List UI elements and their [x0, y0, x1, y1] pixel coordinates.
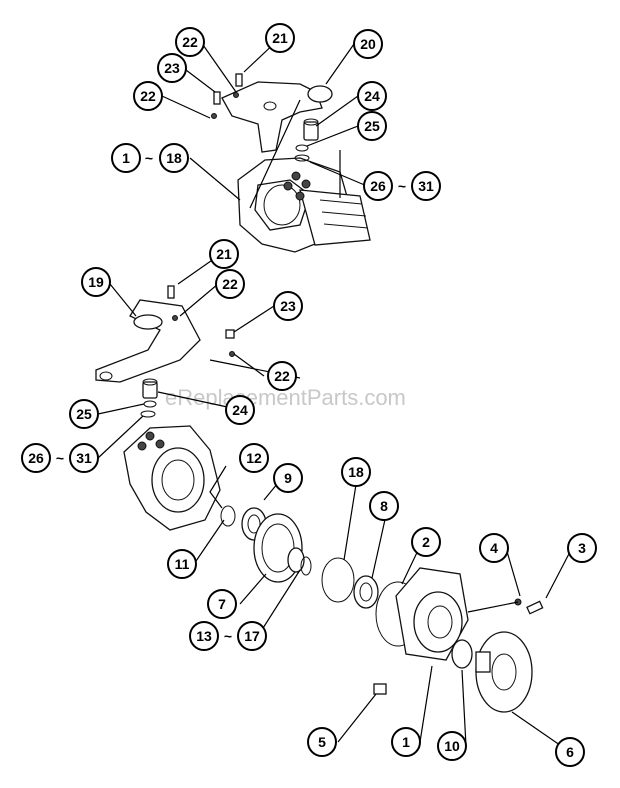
- callout-6: 6: [555, 737, 585, 767]
- upper-bushing: [303, 118, 319, 141]
- svg-text:21: 21: [216, 246, 232, 262]
- lower-orings: [140, 400, 157, 418]
- svg-text:2: 2: [422, 534, 430, 550]
- svg-text:1: 1: [122, 150, 130, 166]
- callout-22-top: 22: [175, 27, 205, 57]
- svg-text:18: 18: [348, 464, 364, 480]
- svg-text:9: 9: [284, 470, 292, 486]
- callout-8: 8: [369, 491, 399, 521]
- leader-lines: [97, 37, 573, 753]
- callout-10: 10: [437, 731, 467, 761]
- svg-text:23: 23: [164, 60, 180, 76]
- svg-text:1: 1: [402, 734, 410, 750]
- snap-ring: [321, 557, 355, 603]
- svg-text:31: 31: [76, 450, 92, 466]
- lower-bushing: [142, 378, 158, 399]
- callout-18-lower: 18: [341, 457, 371, 487]
- svg-text:17: 17: [244, 628, 260, 644]
- callout-17-range-end: 17: [237, 621, 267, 651]
- callout-12: 12: [239, 443, 269, 473]
- svg-text:22: 22: [222, 276, 238, 292]
- callout-2: 2: [411, 527, 441, 557]
- callout-22-middle-upper: 22: [215, 269, 245, 299]
- svg-text:22: 22: [274, 368, 290, 384]
- svg-text:8: 8: [380, 498, 388, 514]
- svg-text:25: 25: [76, 406, 92, 422]
- svg-text:5: 5: [318, 734, 326, 750]
- callout-22-upper-left: 22: [133, 81, 163, 111]
- callout-5: 5: [307, 727, 337, 757]
- svg-text:10: 10: [444, 738, 460, 754]
- callout-22-middle-lower: 22: [267, 361, 297, 391]
- callout-31-range-middle-end: 31: [69, 443, 99, 473]
- svg-text:4: 4: [490, 540, 498, 556]
- svg-text:3: 3: [578, 540, 586, 556]
- spacer-shims: [300, 556, 312, 576]
- svg-text:21: 21: [272, 30, 288, 46]
- svg-text:22: 22: [182, 34, 198, 50]
- upper-steering-arm: [221, 81, 333, 153]
- upper-bolts: [211, 73, 243, 119]
- callout-21-top: 21: [265, 23, 295, 53]
- svg-text:26: 26: [370, 178, 386, 194]
- svg-text:11: 11: [175, 556, 190, 572]
- svg-text:31: 31: [418, 178, 434, 194]
- callout-23-top: 23: [157, 53, 187, 83]
- callout-11: 11: [167, 549, 197, 579]
- svg-text:19: 19: [88, 274, 104, 290]
- range-separator-26-31-middle: ~: [56, 450, 64, 466]
- callout-3: 3: [567, 533, 597, 563]
- svg-text:6: 6: [566, 744, 574, 760]
- callout-20: 20: [353, 29, 383, 59]
- hub-housing: [395, 567, 469, 661]
- callout-1-lower: 1: [391, 727, 421, 757]
- lower-steering-knuckle: [123, 425, 221, 531]
- callout-23-middle: 23: [273, 291, 303, 321]
- callout-19: 19: [81, 267, 111, 297]
- callout-18-range-top-end: 18: [159, 143, 189, 173]
- svg-text:18: 18: [166, 150, 182, 166]
- callout-21-middle: 21: [209, 239, 239, 269]
- callout-1-range-top-start: 1: [111, 143, 141, 173]
- callout-26-range-middle-start: 26: [21, 443, 51, 473]
- svg-text:7: 7: [218, 596, 226, 612]
- svg-text:12: 12: [246, 450, 262, 466]
- bearing-8: [353, 575, 379, 609]
- svg-text:24: 24: [232, 402, 248, 418]
- svg-text:25: 25: [364, 118, 380, 134]
- callout-25-middle: 25: [69, 399, 99, 429]
- svg-text:23: 23: [280, 298, 296, 314]
- svg-text:26: 26: [28, 450, 44, 466]
- seal-ring: [220, 505, 236, 527]
- callout-9: 9: [273, 463, 303, 493]
- callout-25-top: 25: [357, 111, 387, 141]
- range-separator-26-31-top: ~: [398, 178, 406, 194]
- wheel-flange: [475, 631, 533, 713]
- callout-7: 7: [207, 589, 237, 619]
- callout-4: 4: [479, 533, 509, 563]
- callout-13-range-start: 13: [189, 621, 219, 651]
- svg-text:13: 13: [196, 628, 212, 644]
- callout-24-top: 24: [357, 81, 387, 111]
- svg-text:20: 20: [360, 36, 376, 52]
- range-separator-13-17: ~: [224, 628, 232, 644]
- upper-orings: [294, 144, 310, 162]
- ring-gear: [253, 513, 305, 583]
- callout-26-range-top-start: 26: [363, 171, 393, 201]
- callout-24-middle: 24: [225, 395, 255, 425]
- bearing-10: [451, 639, 473, 669]
- upper-steering-knuckle: [237, 157, 371, 253]
- range-separator-1-18: ~: [145, 150, 153, 166]
- svg-text:24: 24: [364, 88, 380, 104]
- callout-31-range-top-end: 31: [411, 171, 441, 201]
- svg-text:22: 22: [140, 88, 156, 104]
